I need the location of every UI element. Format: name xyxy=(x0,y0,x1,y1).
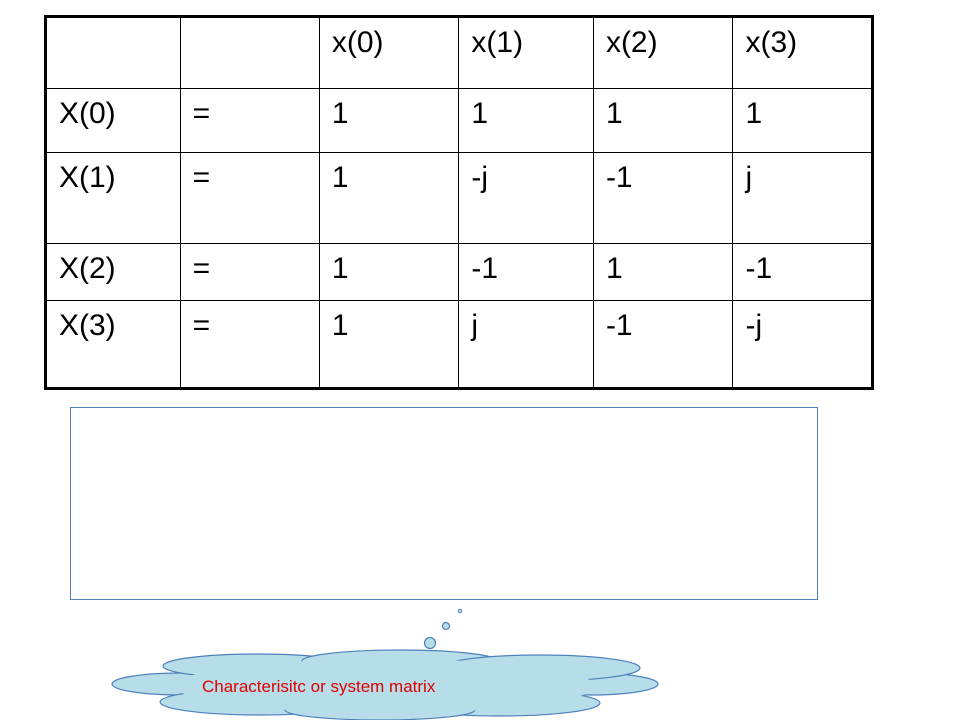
table-cell: = xyxy=(179,88,320,153)
table-cell: -j xyxy=(732,300,873,389)
thought-dot xyxy=(423,636,437,650)
table-cell: -1 xyxy=(592,152,734,244)
table-cell: 1 xyxy=(732,88,873,153)
header-cell xyxy=(45,16,181,89)
thought-cloud-callout xyxy=(111,608,659,720)
header-cell: x(2) xyxy=(592,16,734,89)
table-header-row: x(0) x(1) x(2) x(3) xyxy=(45,16,873,89)
table-cell: 1 xyxy=(592,88,734,153)
table-cell: X(1) xyxy=(45,152,181,244)
table-cell: j xyxy=(458,300,594,389)
table-row: X(1) = 1 -j -1 j xyxy=(45,152,873,244)
header-cell xyxy=(179,16,320,89)
table-cell: 1 xyxy=(318,300,460,389)
table-row: X(0) = 1 1 1 1 xyxy=(45,88,873,153)
thought-dot xyxy=(441,621,451,631)
callout-label: Characterisitc or system matrix xyxy=(202,677,436,696)
table-cell: 1 xyxy=(592,243,734,301)
table-cell: 1 xyxy=(318,152,460,244)
table-cell: X(2) xyxy=(45,243,181,301)
table-cell: = xyxy=(179,152,320,244)
table-cell: = xyxy=(179,300,320,389)
table-cell: -j xyxy=(458,152,594,244)
thought-dot xyxy=(457,608,463,614)
table-cell: -1 xyxy=(732,243,873,301)
table-cell: = xyxy=(179,243,320,301)
matrix-box xyxy=(70,407,818,600)
table-cell: X(0) xyxy=(45,88,181,153)
table-row: X(3) = 1 j -1 -j xyxy=(45,300,873,389)
thought-bubble-dots xyxy=(423,608,463,650)
table-cell: -1 xyxy=(592,300,734,389)
header-cell: x(0) xyxy=(318,16,460,89)
table-cell: X(3) xyxy=(45,300,181,389)
table-cell: j xyxy=(732,152,873,244)
cloud-body xyxy=(111,649,659,720)
table-cell: 1 xyxy=(318,243,460,301)
header-cell: x(1) xyxy=(458,16,594,89)
header-cell: x(3) xyxy=(732,16,873,89)
table-row: X(2) = 1 -1 1 -1 xyxy=(45,243,873,301)
table-cell: -1 xyxy=(458,243,594,301)
table-cell: 1 xyxy=(318,88,460,153)
table-cell: 1 xyxy=(458,88,594,153)
dft-matrix-table: x(0) x(1) x(2) x(3) X(0) = 1 1 1 1 X(1) … xyxy=(44,15,874,390)
